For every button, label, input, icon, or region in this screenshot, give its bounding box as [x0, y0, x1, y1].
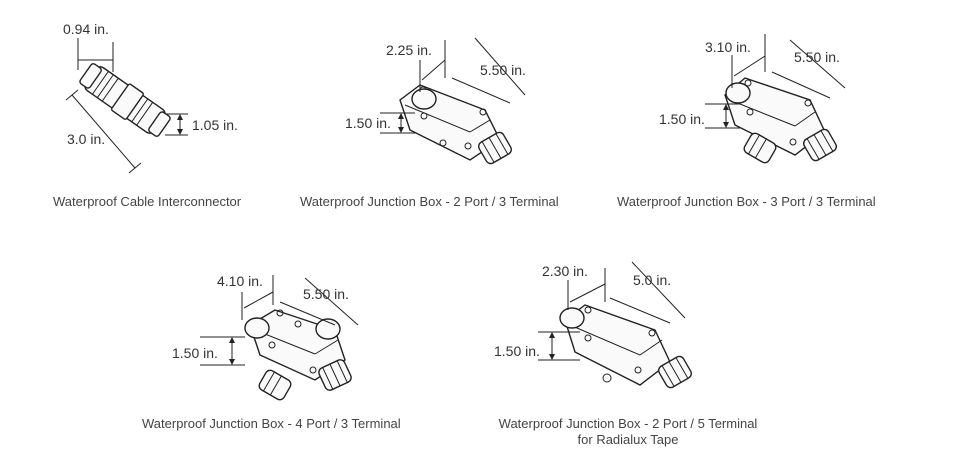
dim-height-label: 1.50 in.	[494, 343, 540, 359]
junction-2port-5terminal-drawing	[538, 261, 692, 389]
dim-depth-label: 3.10 in.	[705, 39, 751, 55]
dim-length-label: 5.0 in.	[633, 272, 672, 288]
dim-height-label: 1.05 in.	[192, 117, 238, 133]
cable-interconnector-drawing	[65, 38, 188, 174]
dim-depth-label: 2.30 in.	[542, 263, 588, 279]
caption-line-2: for Radialux Tape	[577, 432, 679, 447]
caption-junction-3port-3terminal: Waterproof Junction Box - 3 Port / 3 Ter…	[617, 194, 876, 209]
dim-length-label: 5.50 in.	[794, 49, 840, 65]
product-junction-2port-3terminal: 2.25 in. 5.50 in. 1.50 in.	[300, 0, 610, 230]
junction-3port-drawing	[705, 34, 846, 164]
dim-width-label: 0.94 in.	[63, 21, 109, 37]
dim-depth-label: 2.25 in.	[386, 42, 432, 58]
dim-depth-label: 4.10 in.	[217, 273, 263, 289]
caption-junction-2port-5terminal: Waterproof Junction Box - 2 Port / 5 Ter…	[478, 416, 778, 448]
junction-2port-drawing	[380, 37, 526, 165]
product-junction-2port-5terminal: 2.30 in. 5.0 in. 1.50 in.	[470, 240, 790, 440]
product-cable-interconnector: 0.94 in. 1.05 in. 3.0 in.	[0, 0, 300, 230]
caption-junction-2port-3terminal: Waterproof Junction Box - 2 Port / 3 Ter…	[300, 194, 559, 209]
caption-junction-4port-3terminal: Waterproof Junction Box - 4 Port / 3 Ter…	[142, 416, 401, 431]
product-junction-3port-3terminal: 3.10 in. 5.50 in. 1.50 in.	[610, 0, 930, 230]
dim-length-label: 5.50 in.	[303, 286, 349, 302]
dim-length-label: 3.0 in.	[67, 131, 106, 147]
caption-cable-interconnector: Waterproof Cable Interconnector	[53, 194, 242, 209]
dim-height-label: 1.50 in.	[659, 111, 705, 127]
dim-height-label: 1.50 in.	[172, 345, 218, 361]
dim-height-label: 1.50 in.	[345, 115, 391, 131]
product-junction-4port-3terminal: 4.10 in. 5.50 in. 1.50 in.	[130, 240, 450, 470]
dim-length-label: 5.50 in.	[480, 62, 526, 78]
caption-line-1: Waterproof Junction Box - 2 Port / 5 Ter…	[498, 416, 758, 431]
junction-4port-drawing	[200, 275, 359, 401]
